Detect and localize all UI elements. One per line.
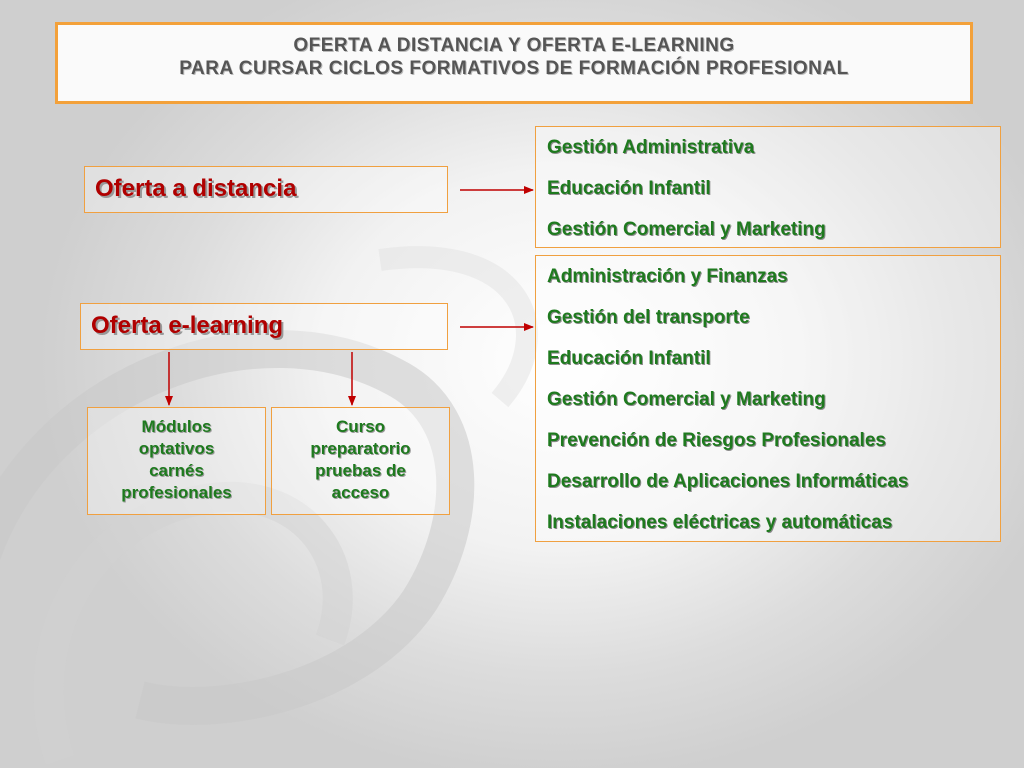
curso-box: Curso preparatorio pruebas de acceso [271,407,450,515]
elearning-course: Desarrollo de Aplicaciones Informáticas [547,471,909,492]
elearning-course: Prevención de Riesgos Profesionales [547,430,886,451]
curso-line: acceso [331,483,390,502]
elearning-course: Gestión del transporte [547,307,750,328]
distancia-label-box: Oferta a distancia [84,166,448,213]
modulos-line: Módulos [141,417,212,436]
elearning-courses-box: Administración y Finanzas Gestión del tr… [535,255,1001,542]
title-line-2: PARA CURSAR CICLOS FORMATIVOS DE FORMACI… [179,58,849,79]
elearning-label: Oferta e-learning [91,312,284,339]
modulos-line: carnés [149,461,204,480]
elearning-course: Administración y Finanzas [547,266,788,287]
distancia-course: Gestión Administrativa [547,137,755,158]
modulos-line: optativos [138,439,215,458]
modulos-line: profesionales [121,483,232,502]
elearning-course: Instalaciones eléctricas y automáticas [547,512,893,533]
curso-line: Curso [335,417,386,436]
elearning-course: Educación Infantil [547,348,711,369]
elearning-label-box: Oferta e-learning [80,303,448,350]
distancia-course: Gestión Comercial y Marketing [547,219,826,240]
modulos-box: Módulos optativos carnés profesionales [87,407,266,515]
distancia-label: Oferta a distancia [95,175,297,202]
title-line-1: OFERTA A DISTANCIA Y OFERTA E-LEARNING [293,35,735,56]
distancia-courses-box: Gestión Administrativa Educación Infanti… [535,126,1001,248]
curso-line: pruebas de [315,461,406,480]
curso-line: preparatorio [310,439,411,458]
distancia-course: Educación Infantil [547,178,711,199]
elearning-course: Gestión Comercial y Marketing [547,389,826,410]
title-box: OFERTA A DISTANCIA Y OFERTA E-LEARNING P… [55,22,973,104]
